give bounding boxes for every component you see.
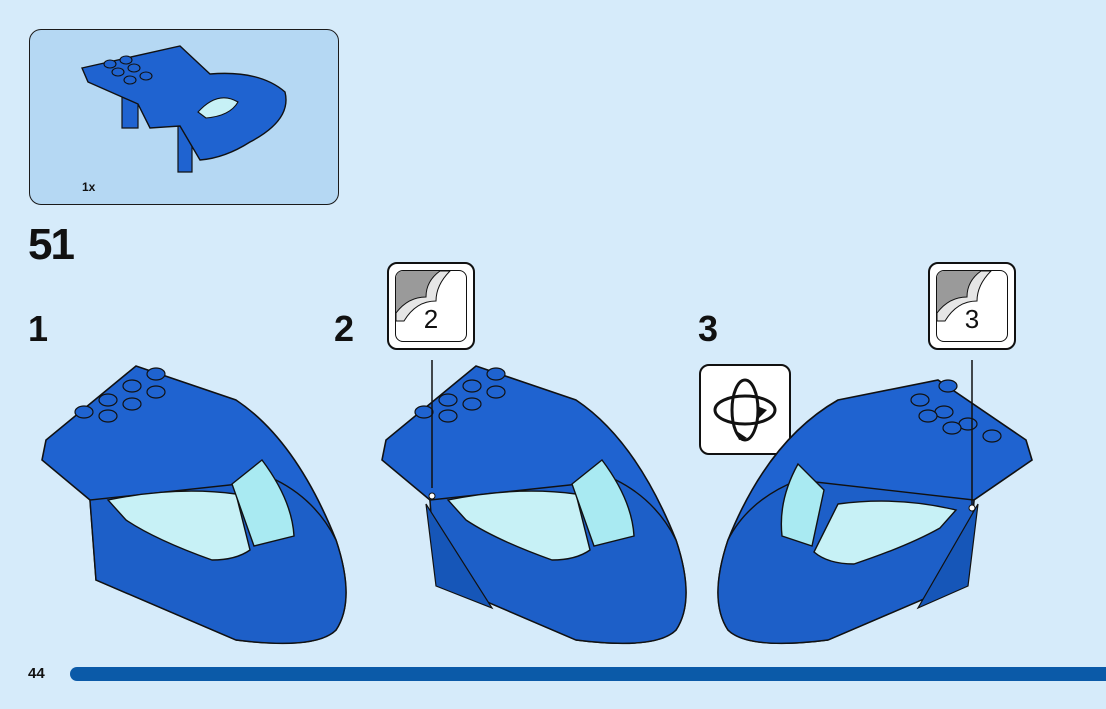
sticker-number: 3	[937, 304, 1007, 335]
substep-label-1: 1	[28, 308, 48, 350]
model-view-2	[376, 360, 696, 660]
sticker-callout-3: 3	[928, 262, 1016, 350]
parts-list-box: 1x	[29, 29, 339, 205]
substep-label-3: 3	[698, 308, 718, 350]
sticker-number: 2	[396, 304, 466, 335]
substep-label-2: 2	[334, 308, 354, 350]
model-view-1	[36, 360, 356, 660]
sticker-callout-2: 2	[387, 262, 475, 350]
step-number: 51	[28, 220, 73, 270]
part-quantity: 1x	[82, 180, 95, 194]
progress-bar	[70, 667, 1106, 681]
page-number: 44	[28, 665, 45, 682]
model-view-3	[708, 360, 1038, 660]
canopy-part-image	[30, 30, 340, 206]
